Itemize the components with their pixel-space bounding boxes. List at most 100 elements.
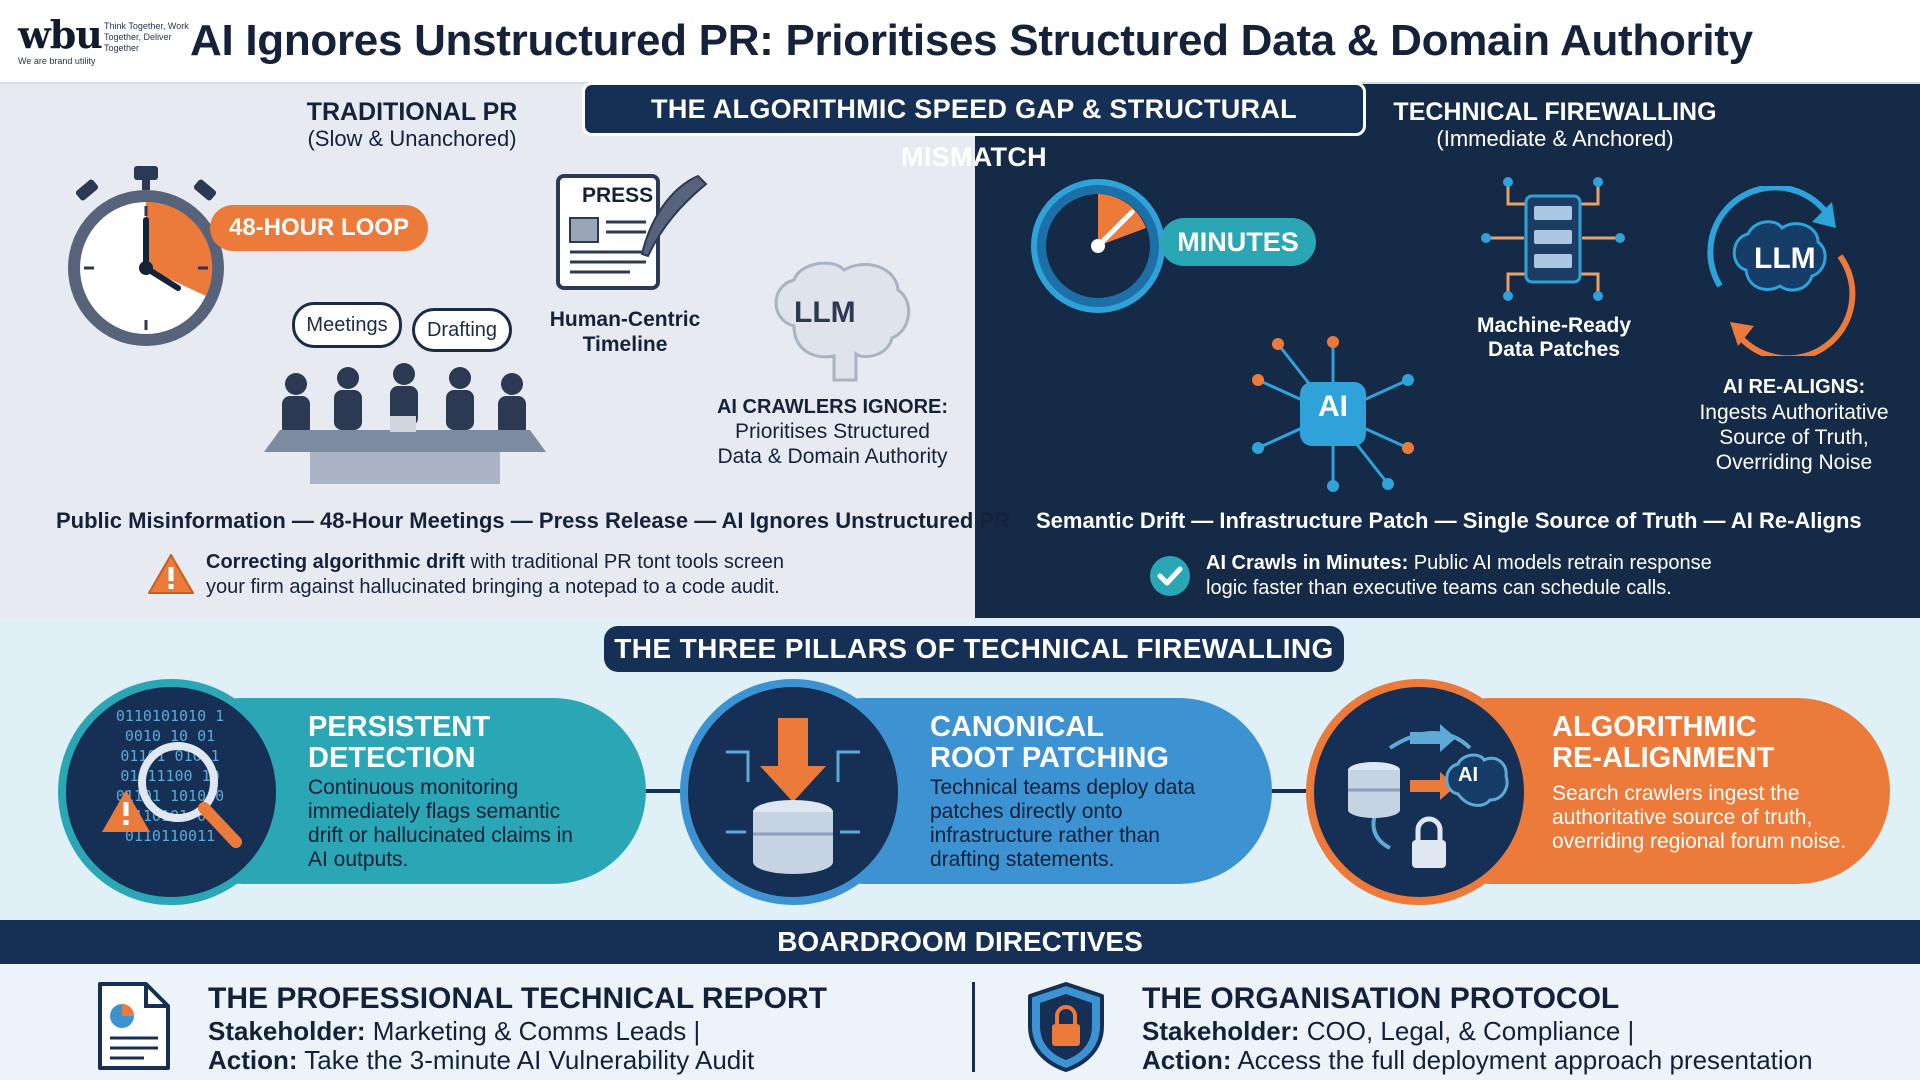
realign-line-3: Overriding Noise: [1715, 451, 1873, 474]
technical-subtitle: (Immediate & Anchored): [1436, 126, 1674, 151]
page-title: AI Ignores Unstructured PR: Prioritises …: [190, 16, 1753, 65]
minutes-label: MINUTES: [1160, 218, 1316, 266]
flow-step: Press Release: [538, 508, 689, 533]
pillar-1-circle: [58, 679, 284, 905]
pillar-3-ai-label: AI: [1458, 764, 1478, 786]
logo-slogan: Think Together, Work Together, Deliver T…: [104, 21, 189, 53]
pillars-banner: THE THREE PILLARS OF TECHNICAL FIREWALLI…: [604, 626, 1344, 672]
pillar-body-line: Search crawlers ingest the: [1552, 782, 1800, 805]
action-label: Action:: [1142, 1045, 1232, 1075]
pillar-title-line: CANONICAL: [930, 711, 1104, 743]
pillar-body-line: patches directly onto: [930, 800, 1123, 823]
pillar-title-line: PERSISTENT: [308, 711, 491, 743]
magnifier-icon: [102, 742, 242, 848]
patch-caption-1: Machine-Ready: [1476, 314, 1632, 337]
pillar-body-line: drafting statements.: [930, 848, 1115, 871]
warning-text: with traditional PR tont tools screen: [464, 551, 784, 573]
warning-line-2: your firm against hallucinated bringing …: [206, 576, 780, 598]
48-hour-loop-label: 48-HOUR LOOP: [210, 205, 428, 251]
warning-note: Correcting algorithmic drift with tradit…: [206, 550, 966, 600]
crawl-bold: AI Crawls in Minutes:: [1206, 552, 1409, 574]
protocol-stakeholder: Stakeholder: COO, Legal, & Compliance |: [1142, 1016, 1634, 1047]
pillar-title-line: ROOT PATCHING: [930, 742, 1169, 774]
stakeholder-value: Marketing & Comms Leads |: [365, 1016, 701, 1046]
pillar-body-line: drift or hallucinated claims in: [308, 824, 573, 847]
drafting-bubble: Drafting: [412, 308, 512, 352]
press-release-icon: [556, 174, 708, 290]
crawl-text: Public AI models retrain response: [1408, 552, 1712, 574]
pillar-body-line: AI outputs.: [308, 848, 409, 871]
report-action: Action: Take the 3-minute AI Vulnerabili…: [208, 1045, 754, 1076]
crawlers-line-2: Data & Domain Authority: [717, 445, 948, 468]
llm-label-left: LLM: [794, 296, 856, 329]
protocol-action: Action: Access the full deployment appro…: [1142, 1045, 1813, 1076]
pillar-body-line: infrastructure rather than: [930, 824, 1160, 847]
realign-line-2: Source of Truth,: [1719, 426, 1869, 449]
brand-logo: wbu Think Together, Work Together, Deliv…: [18, 12, 218, 72]
flow-step: AI Ignores Unstructured PR: [721, 508, 1011, 533]
ai-network-icon: [1252, 336, 1414, 492]
directives-banner: BOARDROOM DIRECTIVES: [0, 920, 1920, 964]
flow-connector: —: [291, 508, 321, 533]
pillar-3-title: ALGORITHMIC RE-ALIGNMENT: [1552, 712, 1774, 774]
pillar-1-body: Continuous monitoring immediately flags …: [308, 776, 638, 872]
brain-icon: [774, 261, 911, 382]
flow-connector: —: [1703, 508, 1731, 533]
flow-connector: —: [1191, 508, 1220, 533]
flow-step: Infrastructure Patch: [1219, 508, 1429, 533]
meeting-table-icon: [264, 363, 546, 484]
binary-row: 0110101010 1: [115, 707, 225, 725]
flow-step: Single Source of Truth: [1462, 508, 1698, 533]
pillar-2-title: CANONICAL ROOT PATCHING: [930, 712, 1169, 774]
report-document-icon: [98, 982, 170, 1070]
pillar-body-line: Continuous monitoring: [308, 776, 519, 799]
crawlers-ignore-title: AI CRAWLERS IGNORE:: [716, 396, 949, 418]
technical-title: TECHNICAL FIREWALLING: [1393, 98, 1717, 126]
action-value: Take the 3-minute AI Vulnerability Audit: [297, 1045, 755, 1075]
flow-step: Public Misinformation: [56, 508, 286, 533]
technical-flow: Semantic Drift — Infrastructure Patch — …: [1036, 508, 1862, 534]
pillar-body-line: overriding regional forum noise.: [1552, 830, 1847, 853]
database-patch-icon: [726, 718, 860, 874]
llm-realign-icon: [1707, 186, 1856, 356]
flow-connector: —: [510, 508, 539, 533]
crawl-note: AI Crawls in Minutes: Public AI models r…: [1206, 551, 1906, 601]
logo-tagline: We are brand utility: [18, 56, 96, 66]
press-label: PRESS: [582, 184, 654, 207]
security-shield-icon: [1028, 982, 1104, 1072]
pillar-title-line: ALGORITHMIC: [1552, 711, 1757, 743]
pillar-body-line: Technical teams deploy data: [930, 776, 1195, 799]
llm-label-right: LLM: [1754, 242, 1816, 275]
directives-divider: [972, 982, 975, 1072]
crawl-line-2: logic faster than executive teams can sc…: [1206, 577, 1672, 599]
flow-connector: —: [694, 508, 722, 533]
warning-icon: [148, 554, 194, 594]
stakeholder-label: Stakeholder:: [208, 1016, 366, 1046]
flow-step: AI Re-Aligns: [1730, 508, 1862, 533]
stakeholder-value: COO, Legal, & Compliance |: [1299, 1016, 1635, 1046]
traditional-flow: Public Misinformation — 48-Hour Meetings…: [56, 508, 1010, 534]
realign-cycle-icon: [1348, 724, 1509, 868]
pillar-body-line: immediately flags semantic: [308, 800, 561, 823]
directives-section: [0, 964, 1920, 1080]
realign-line-1: Ingests Authoritative: [1699, 401, 1889, 424]
speed-gap-banner: THE ALGORITHMIC SPEED GAP & STRUCTURAL M…: [582, 82, 1366, 172]
flow-connector: —: [1434, 508, 1463, 533]
pillar-connector: [640, 789, 680, 793]
binary-row: 0010 10 01: [124, 727, 216, 745]
patch-caption-2: Data Patches: [1488, 338, 1620, 361]
crawlers-line-1: Prioritises Structured: [735, 420, 930, 443]
report-title: THE PROFESSIONAL TECHNICAL REPORT: [208, 982, 827, 1015]
timeline-caption: Timeline: [582, 333, 668, 356]
logo-mark: wbu: [18, 12, 103, 57]
ai-network-label: AI: [1318, 390, 1348, 423]
check-icon: [1150, 556, 1190, 596]
flow-step: 48-Hour Meetings: [320, 508, 505, 533]
stopwatch-icon: [68, 166, 224, 346]
pillar-2-body: Technical teams deploy data patches dire…: [930, 776, 1260, 872]
realign-title: AI RE-ALIGNS:: [1722, 376, 1866, 398]
meetings-bubble: Meetings: [292, 302, 402, 348]
human-centric-caption: Human-Centric: [549, 308, 701, 331]
protocol-title: THE ORGANISATION PROTOCOL: [1142, 982, 1620, 1015]
pillar-body-line: authoritative source of truth,: [1552, 806, 1813, 829]
